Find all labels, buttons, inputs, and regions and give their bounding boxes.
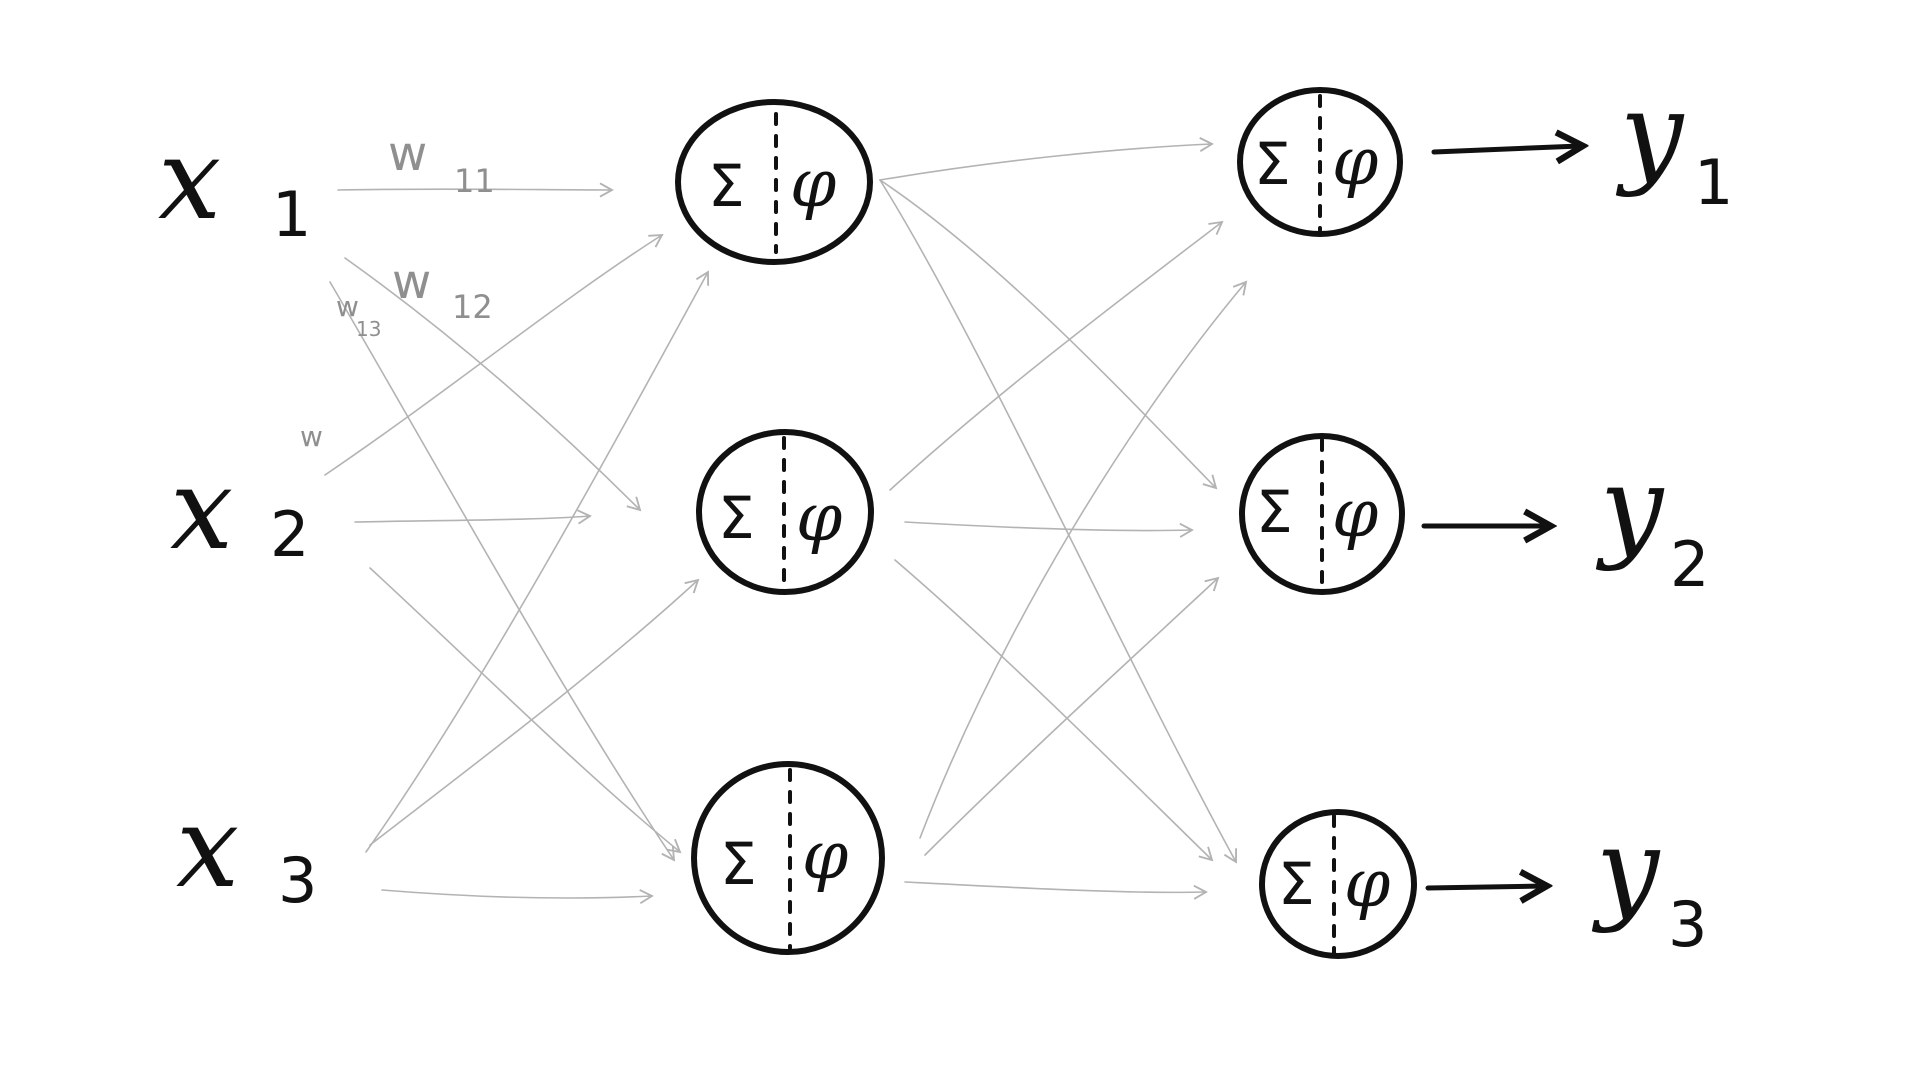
weight-subscript: 11 <box>454 162 495 200</box>
connection-h2-o3 <box>894 559 1214 862</box>
connection-h2-o2 <box>904 521 1194 538</box>
activation-symbol: φ <box>790 145 836 222</box>
weight-subscript: 12 <box>452 288 493 326</box>
sum-symbol: Σ <box>1254 130 1291 198</box>
connection-h2-o1 <box>889 220 1224 491</box>
input-symbol: x <box>158 115 221 245</box>
input-label-x3: x 3 <box>176 783 317 917</box>
input-label-x2: x 2 <box>170 445 309 575</box>
input-symbol: x <box>176 783 239 913</box>
weight-symbol: w <box>392 254 431 310</box>
output-subscript: 3 <box>1668 888 1707 961</box>
connection-h3-o1 <box>919 280 1248 839</box>
neuron-circle <box>675 99 873 265</box>
connection-x3-h1 <box>365 270 710 853</box>
connection-h1-o3 <box>879 179 1238 864</box>
sum-symbol: Σ <box>720 830 757 898</box>
output-neuron-3: Σ φ <box>1259 809 1417 959</box>
connection-h1-o1 <box>879 137 1214 181</box>
connection-h1-o2 <box>879 179 1218 490</box>
weight-symbol: w <box>300 420 323 453</box>
connection-x3-h2 <box>369 578 700 846</box>
connection-x3-h3 <box>381 889 654 905</box>
output-subscript: 2 <box>1670 528 1709 601</box>
output-arrow-3 <box>1425 886 1544 888</box>
output-label-y1: y 1 <box>1615 69 1733 219</box>
sum-symbol: Σ <box>718 484 755 552</box>
sum-symbol: Σ <box>1256 478 1293 546</box>
input-subscript: 1 <box>272 178 311 251</box>
hidden-neuron-1: Σ φ <box>675 99 873 265</box>
hidden-output-connections <box>879 137 1248 900</box>
neuron-circle <box>691 761 885 955</box>
sum-symbol: Σ <box>1278 850 1315 918</box>
sum-symbol: Σ <box>708 152 745 220</box>
connection-x1-h2 <box>344 257 642 512</box>
output-symbol: y <box>1615 69 1685 199</box>
input-symbol: x <box>170 445 233 575</box>
weight-subscript: 13 <box>356 317 381 341</box>
neuron-circle <box>696 429 874 595</box>
activation-symbol: φ <box>1344 845 1390 922</box>
output-label-y3: y 3 <box>1591 805 1707 961</box>
neuron-circle <box>1237 87 1403 237</box>
hidden-neuron-2: Σ φ <box>696 429 874 595</box>
connection-h3-o2 <box>924 576 1220 856</box>
weight-symbol: w <box>388 126 427 182</box>
output-neuron-2: Σ φ <box>1239 433 1405 595</box>
hidden-neuron-3: Σ φ <box>691 761 885 955</box>
input-subscript: 2 <box>270 498 309 571</box>
weight-label-w12: w 12 <box>392 254 493 326</box>
neuron-circle <box>1259 809 1417 959</box>
weight-label-w13: w 13 <box>336 290 381 341</box>
output-symbol: y <box>1591 805 1661 935</box>
input-subscript: 3 <box>278 844 317 917</box>
activation-symbol: φ <box>796 479 842 556</box>
output-label-y2: y 2 <box>1595 443 1709 601</box>
output-neuron-1: Σ φ <box>1237 87 1403 237</box>
weight-label-w: w <box>300 420 323 453</box>
activation-symbol: φ <box>802 817 848 894</box>
input-label-x1: x 1 <box>158 115 311 251</box>
output-subscript: 1 <box>1694 146 1733 219</box>
input-hidden-connections <box>324 182 710 905</box>
connection-x2-h3 <box>369 567 682 854</box>
weight-label-w11: w 11 <box>388 126 495 200</box>
output-arrows <box>1421 146 1580 888</box>
connection-x2-h1 <box>324 233 664 476</box>
connection-x1-h1 <box>337 182 614 198</box>
weight-symbol: w <box>336 290 359 323</box>
output-symbol: y <box>1595 443 1665 573</box>
connection-x1-h3 <box>329 281 676 862</box>
neuron-circle <box>1239 433 1405 595</box>
activation-symbol: φ <box>1332 475 1378 552</box>
connection-h3-o3 <box>904 881 1208 900</box>
connection-x2-h2 <box>354 509 592 525</box>
activation-symbol: φ <box>1332 123 1378 200</box>
output-arrow-1 <box>1431 146 1580 152</box>
